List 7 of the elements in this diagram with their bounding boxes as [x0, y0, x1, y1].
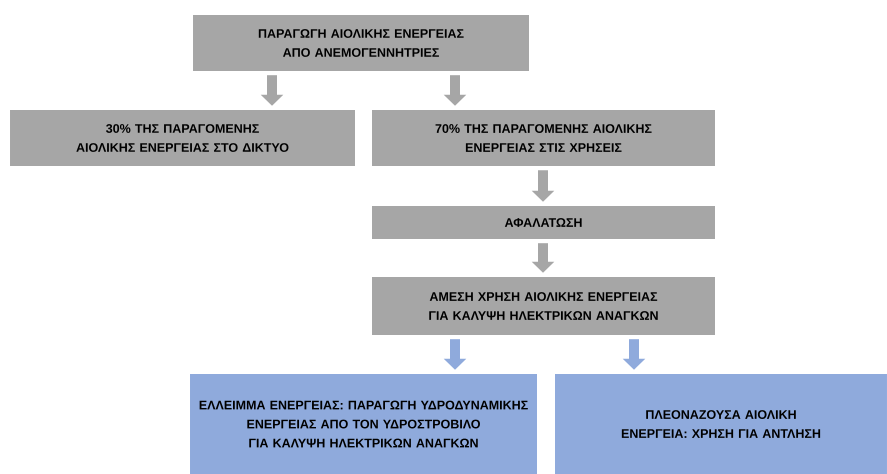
process-box: 30% ΤΗΣ ΠΑΡΑΓΟΜΕΝΗΣ ΑΙΟΛΙΚΗΣ ΕΝΕΡΓΕΙΑΣ ΣΤΟ ΔΙΚΤΥΟ — [10, 110, 355, 166]
process-box: ΕΛΛΕΙΜΜΑ ΕΝΕΡΓΕΙΑΣ: ΠΑΡΑΓΩΓΗ ΥΔΡΟΔΥΝΑΜΙΚΗΣ ΕΝΕΡΓΕΙΑΣ ΑΠΟ ΤΟΝ ΥΔΡΟΣΤΡΟΒΙΛΟ ΓΙΑ ΚΑΛΥΨΗ ΗΛΕΚΤΡΙΚΩΝ ΑΝΑΓΚΩΝ — [190, 374, 537, 474]
process-box: ΠΛΕΟΝΑΖΟΥΣΑ ΑΙΟΛΙΚΗ ΕΝΕΡΓΕΙΑ: ΧΡΗΣΗ ΓΙΑ ΑΝΤΛΗΣΗ — [555, 374, 887, 474]
process-box: ΑΦΑΛΑΤΩΣΗ — [372, 206, 715, 239]
process-box: ΠΑΡΑΓΩΓΗ ΑΙΟΛΙΚΗΣ ΕΝΕΡΓΕΙΑΣ ΑΠΟ ΑΝΕΜΟΓΕΝΝΗΤΡΙΕΣ — [193, 15, 529, 71]
process-box: 70% ΤΗΣ ΠΑΡΑΓΟΜΕΝΗΣ ΑΙΟΛΙΚΗΣ ΕΝΕΡΓΕΙΑΣ ΣΤΙΣ ΧΡΗΣΕΙΣ — [372, 110, 715, 166]
process-box: ΑΜΕΣΗ ΧΡΗΣΗ ΑΙΟΛΙΚΗΣ ΕΝΕΡΓΕΙΑΣ ΓΙΑ ΚΑΛΥΨΗ ΗΛΕΚΤΡΙΚΩΝ ΑΝΑΓΚΩΝ — [372, 277, 715, 335]
